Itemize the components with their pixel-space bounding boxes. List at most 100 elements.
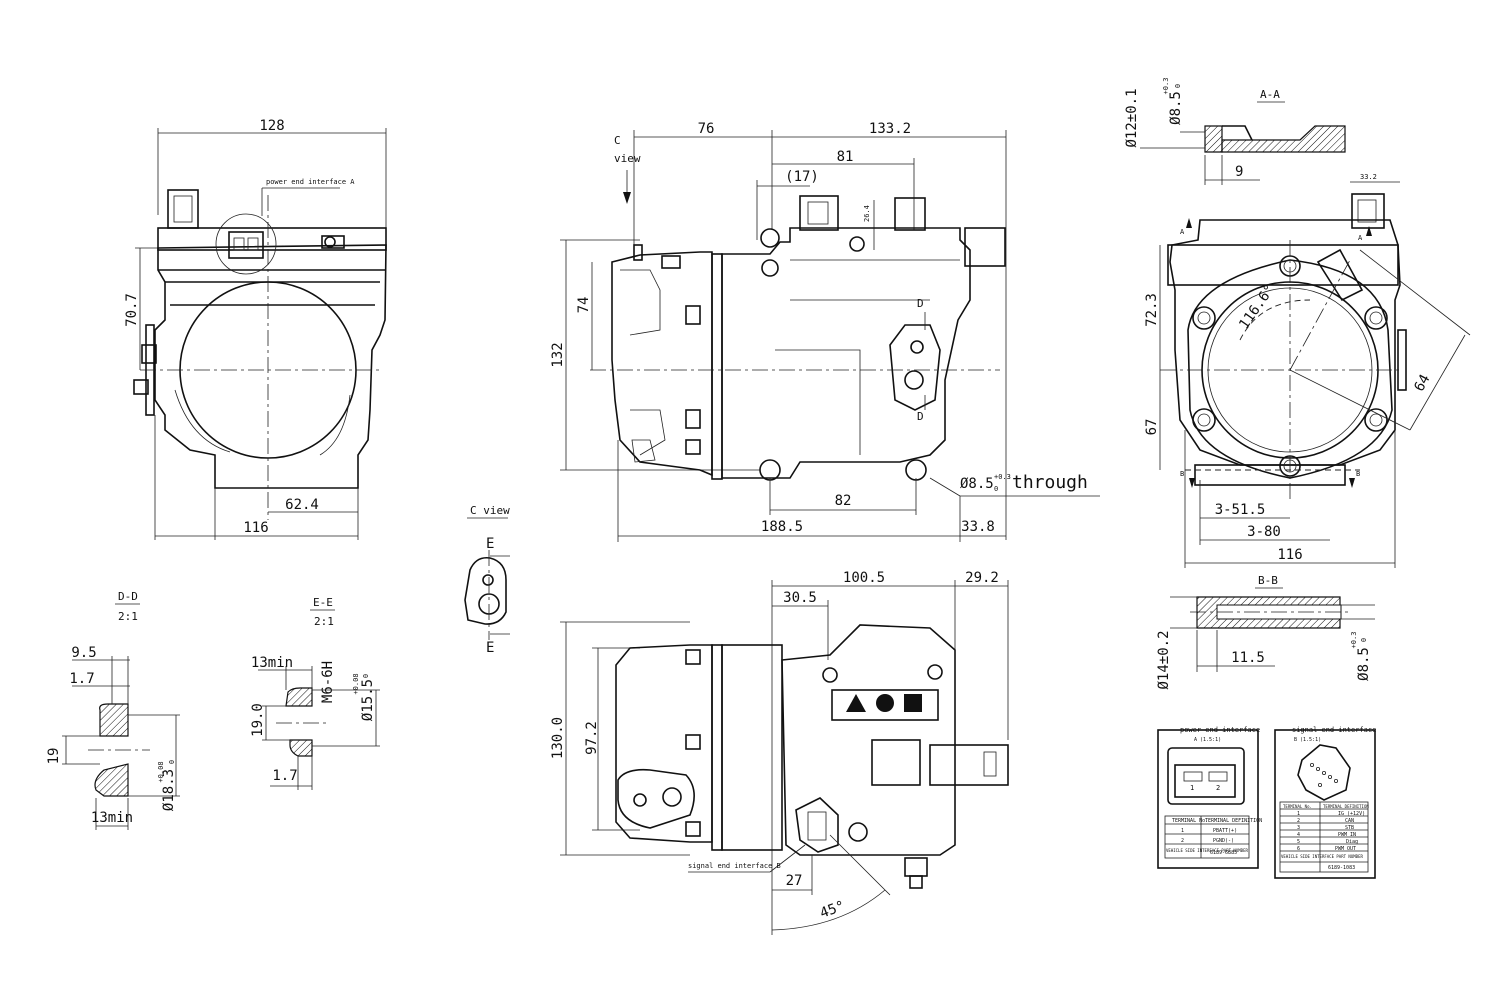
signal-row-5-def: Diag	[1346, 839, 1358, 845]
hole-note-through: through	[1012, 472, 1088, 493]
power-connector-outline	[1167, 747, 1245, 805]
bb-depth-11-5: 11.5	[1231, 650, 1265, 666]
c-view: C view E E	[464, 504, 510, 656]
hole-note-dia: Ø8.5	[960, 476, 994, 492]
bb-dia-14: Ø14±0.2	[1156, 630, 1172, 689]
c-view-e-bottom: E	[486, 640, 494, 656]
signal-row-1-def: IG (+12V)	[1338, 811, 1365, 817]
dd-9-5: 9.5	[71, 645, 96, 661]
dim-64: 64	[1411, 372, 1433, 394]
signal-footer-label: VEHICLE SIDE INTERFACE PART NUMBER	[1281, 854, 1363, 859]
section-bb-title: B-B	[1258, 574, 1278, 587]
c-view-title: C view	[470, 504, 510, 517]
signal-table-title: signal end interface	[1292, 726, 1376, 734]
top-main-body	[781, 624, 956, 856]
signal-row-6-def: PWM OUT	[1335, 846, 1356, 852]
dim-82: 82	[835, 493, 852, 509]
dd-dia-18-3: Ø18.3	[161, 769, 177, 811]
aa-depth-9: 9	[1235, 164, 1243, 180]
power-footer-part: 6189-6885	[1210, 850, 1237, 856]
power-end-table: power end interface A (1.5:1) 1 2 TERMIN…	[1157, 726, 1262, 869]
dd-tol-upper: +0.08	[157, 761, 165, 782]
power-header-no: TERMINAL No.	[1172, 818, 1208, 824]
dd-hatch-top	[99, 703, 129, 737]
signal-table-subtitle: B (1.5:1)	[1294, 737, 1321, 743]
top-fitting	[617, 768, 695, 829]
dim-70-7: 70.7	[124, 293, 140, 327]
section-dd: D-D 2:1 9.5 1.7 19 Ø18.3 +0.08 0 13min	[46, 590, 180, 830]
section-dd-title: D-D	[118, 590, 138, 603]
section-ee-scale: 2:1	[314, 615, 334, 628]
dim-angle-45: 45°	[818, 898, 847, 922]
signal-row-3-def: STB	[1345, 825, 1354, 831]
power-header-def: TERMINAL DEFINITION	[1205, 818, 1262, 824]
power-pin-1: 1	[1190, 784, 1194, 792]
bb-dia-8-5: Ø8.5	[1356, 647, 1372, 681]
front-bolt	[133, 379, 149, 395]
hole-note-tol-upper: +0.3	[994, 473, 1011, 481]
signal-row-2-def: CAN	[1345, 818, 1354, 824]
ee-dia-15-5: Ø15.5	[360, 679, 376, 721]
end-flange	[1187, 259, 1393, 479]
signal-row-4-def: PWM IN	[1338, 832, 1356, 838]
signal-row-3-no: 3	[1297, 825, 1300, 831]
dim-26-4: 26.4	[863, 205, 871, 222]
bb-tol-lower: 0	[1360, 638, 1368, 642]
dim-72-3: 72.3	[1144, 293, 1160, 327]
power-row-1-def: PBATT(+)	[1213, 828, 1237, 834]
signal-connector	[795, 797, 839, 853]
signal-header-no: TERMINAL No.	[1283, 804, 1312, 809]
signal-row-2-no: 2	[1297, 818, 1300, 824]
front-view: 128 70.7 power end interface A 62.4	[124, 118, 387, 540]
side-connector	[799, 195, 839, 231]
ee-thread: M6-6H	[320, 661, 336, 703]
warning-label	[831, 689, 939, 721]
signal-row-5-no: 5	[1297, 839, 1300, 845]
dim-100-5: 100.5	[843, 570, 885, 586]
power-footer-label: VEHICLE SIDE INTERFACE PART NUMBER	[1166, 848, 1248, 853]
front-top-plate	[157, 227, 387, 251]
power-row-2-def: PGND(-)	[1213, 838, 1234, 844]
section-dd-scale: 2:1	[118, 610, 138, 623]
section-aa-bottom	[1221, 125, 1346, 153]
power-pin-2: 2	[1216, 784, 1220, 792]
section-a-right: A	[1358, 234, 1363, 242]
c-view-outline	[464, 556, 507, 625]
end-view: 33.2 64 116.6° 72.3 67	[1144, 173, 1471, 568]
section-ee-title: E-E	[313, 596, 333, 609]
c-view-e-top: E	[486, 536, 494, 552]
dim-76: 76	[698, 121, 715, 137]
bb-tol-upper: +0.3	[1350, 632, 1358, 649]
signal-end-table: signal end interface B (1.5:1) TERMINAL …	[1274, 726, 1376, 879]
dim-133-2: 133.2	[869, 121, 911, 137]
dim-33-2: 33.2	[1360, 173, 1377, 181]
section-aa-title: A-A	[1260, 88, 1280, 101]
dd-hatch-bottom	[94, 763, 129, 797]
power-row-2-no: 2	[1181, 838, 1184, 844]
dd-19: 19	[46, 748, 62, 765]
section-d-top: D	[917, 297, 924, 310]
ee-19-0: 19.0	[250, 703, 266, 737]
front-connector	[167, 189, 199, 229]
ee-tol-lower: 0	[362, 674, 370, 678]
dim-30-5: 30.5	[783, 590, 817, 606]
signal-interface-callout: signal end interface B	[688, 862, 781, 870]
dim-74: 74	[576, 297, 592, 314]
signal-table-frame	[1274, 729, 1376, 879]
side-main-body	[721, 227, 971, 479]
power-row-1-no: 1	[1181, 828, 1184, 834]
side-mount-boss	[889, 324, 941, 411]
section-aa-left-wall	[1204, 125, 1223, 153]
signal-header-def: TERMINAL DEFINITION	[1323, 804, 1369, 809]
dim-17: (17)	[785, 169, 819, 185]
signal-connector-outline	[1297, 744, 1351, 801]
signal-footer-part: 6189-1083	[1328, 865, 1355, 871]
section-ee: E-E 2:1 13min M6-6H 19.0 Ø15.5 +0.08 0 1…	[250, 596, 380, 790]
ee-13min: 13min	[251, 655, 293, 671]
front-body-outline	[154, 244, 387, 489]
dim-29-2: 29.2	[965, 570, 999, 586]
section-aa: A-A Ø12±0.1 Ø8.5 +0.3 0 9	[1124, 78, 1346, 185]
dim-81: 81	[837, 149, 854, 165]
c-view-arrow-letter: C	[614, 134, 621, 147]
